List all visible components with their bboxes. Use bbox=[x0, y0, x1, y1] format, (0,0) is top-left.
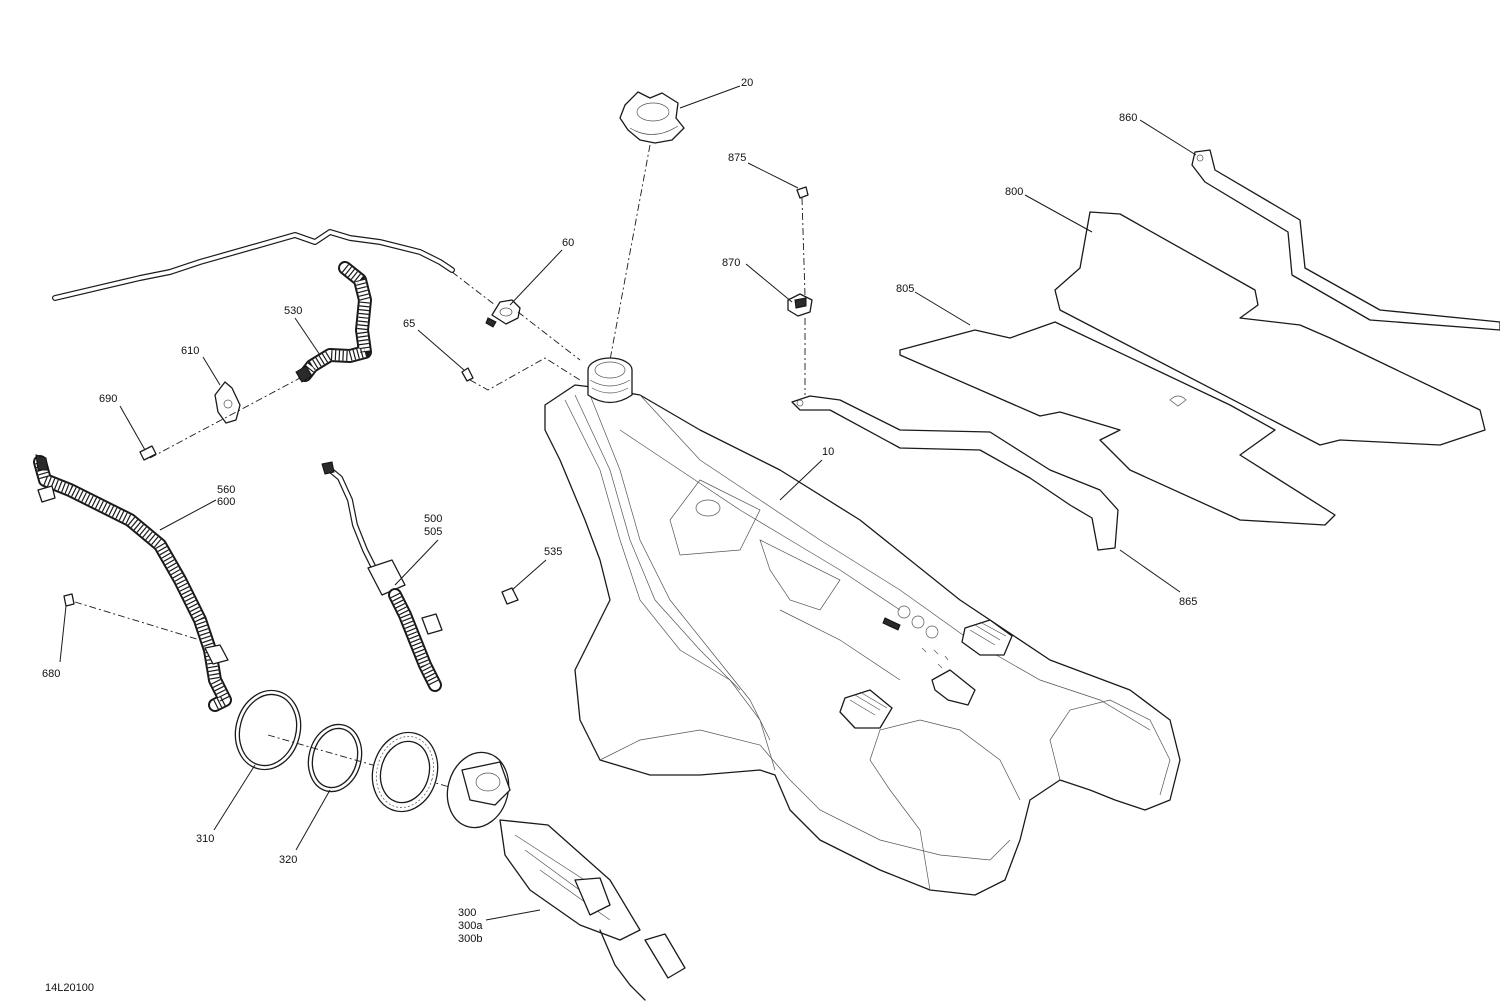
fuel-tank-part-10 bbox=[544, 357, 1181, 896]
fuel-pump-module-part-300 bbox=[446, 751, 686, 1001]
valve-part-870 bbox=[787, 293, 813, 317]
mounting-flange-ring bbox=[371, 731, 439, 813]
fuel-cap-part-20 bbox=[609, 91, 685, 361]
hose-part-530 bbox=[295, 261, 372, 383]
callout-875: 875 bbox=[728, 152, 746, 164]
callout-10: 10 bbox=[822, 446, 834, 458]
callout-865: 865 bbox=[1179, 596, 1197, 608]
callout-530: 530 bbox=[284, 305, 302, 317]
callout-800: 800 bbox=[1005, 186, 1023, 198]
connector-part-535 bbox=[501, 587, 519, 605]
callout-680: 680 bbox=[42, 668, 60, 680]
callout-300a: 300a bbox=[458, 920, 483, 932]
pad-part-805 bbox=[899, 321, 1336, 526]
callout-535: 535 bbox=[544, 546, 562, 558]
callout-690: 690 bbox=[99, 393, 117, 405]
callout-870: 870 bbox=[722, 257, 740, 269]
fuel-filter-hose-part-500-505 bbox=[321, 461, 443, 692]
callout-600: 600 bbox=[217, 496, 235, 508]
callout-500: 500 bbox=[424, 513, 442, 525]
callout-320: 320 bbox=[279, 854, 297, 866]
seal-part-320 bbox=[307, 723, 363, 793]
callout-65: 65 bbox=[403, 318, 415, 330]
screw-part-875 bbox=[796, 186, 809, 395]
callout-leaders bbox=[59, 85, 1197, 921]
figure-id: 14L20100 bbox=[45, 982, 94, 994]
callout-860: 860 bbox=[1119, 112, 1137, 124]
callout-505: 505 bbox=[424, 526, 442, 538]
callout-20: 20 bbox=[741, 77, 753, 89]
callout-300: 300 bbox=[458, 907, 476, 919]
fastener-part-690 bbox=[139, 445, 157, 461]
vent-line-tube bbox=[52, 229, 581, 361]
bracket-part-865 bbox=[791, 395, 1119, 551]
check-valve-part-60 bbox=[485, 299, 521, 328]
bracket-part-860 bbox=[1191, 149, 1500, 331]
callout-310: 310 bbox=[196, 833, 214, 845]
callout-labels: 10 20 60 65 300 300a 300b 310 320 500 50… bbox=[42, 77, 1197, 945]
callout-560: 560 bbox=[217, 484, 235, 496]
pad-part-800 bbox=[1054, 211, 1486, 446]
fuel-hose-part-560-600 bbox=[33, 454, 232, 712]
fitting-part-65 bbox=[461, 357, 581, 391]
callout-60: 60 bbox=[562, 237, 574, 249]
callout-610: 610 bbox=[181, 345, 199, 357]
fastener-part-680 bbox=[63, 593, 201, 641]
callout-300b: 300b bbox=[458, 933, 482, 945]
callout-805: 805 bbox=[896, 283, 914, 295]
clamp-part-610 bbox=[149, 377, 301, 459]
